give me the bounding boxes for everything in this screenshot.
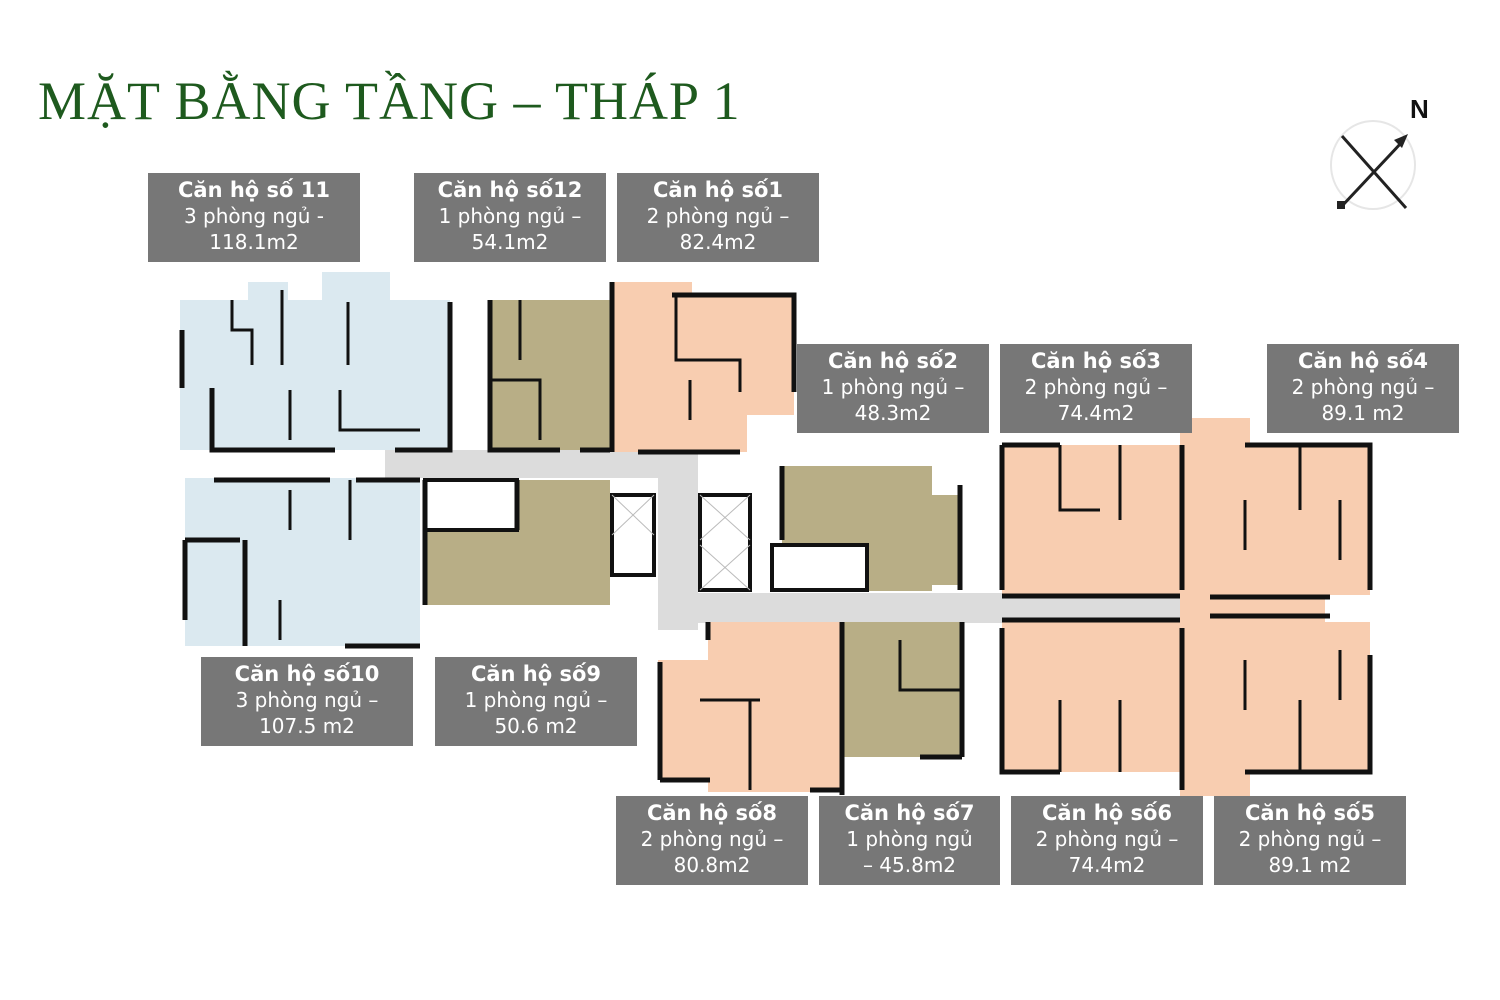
- unit-name: Căn hộ số1: [652, 178, 784, 202]
- unit-name: Căn hộ số2: [827, 349, 959, 373]
- unit-bedrooms: 2 phòng ngủ –: [1291, 375, 1435, 399]
- unit-name: Căn hộ số7: [844, 801, 975, 825]
- unit-bedrooms: 2 phòng ngủ –: [646, 204, 790, 228]
- unit-area: 74.4m2: [1068, 853, 1146, 877]
- unit-area: 89.1 m2: [1268, 853, 1352, 877]
- unit-name: Căn hộ số12: [437, 178, 583, 202]
- unit-11-plan: [180, 272, 450, 450]
- unit-label-7: Căn hộ số7 1 phòng ngủ – 45.8m2: [819, 796, 1000, 885]
- unit-label-1: Căn hộ số1 2 phòng ngủ – 82.4m2: [617, 173, 819, 262]
- unit-8-plan: [658, 622, 842, 792]
- unit-10-plan: [185, 478, 420, 646]
- unit-name: Căn hộ số9: [470, 662, 602, 686]
- unit-area: – 45.8m2: [862, 853, 957, 877]
- unit-label-4: Căn hộ số4 2 phòng ngủ – 89.1 m2: [1267, 344, 1459, 433]
- unit-label-6: Căn hộ số6 2 phòng ngủ – 74.4m2: [1011, 796, 1203, 885]
- unit-name: Căn hộ số6: [1041, 801, 1173, 825]
- unit-bedrooms: 1 phòng ngủ: [846, 827, 973, 851]
- unit-bedrooms: 2 phòng ngủ –: [1035, 827, 1179, 851]
- unit-bedrooms: 2 phòng ngủ –: [1024, 375, 1168, 399]
- unit-bedrooms: 2 phòng ngủ –: [640, 827, 784, 851]
- unit-label-5: Căn hộ số5 2 phòng ngủ – 89.1 m2: [1214, 796, 1406, 885]
- corridor: [385, 450, 1206, 630]
- unit-label-2: Căn hộ số2 1 phòng ngủ – 48.3m2: [797, 344, 989, 433]
- unit-label-10: Căn hộ số10 3 phòng ngủ – 107.5 m2: [201, 657, 413, 746]
- interior-walls: [230, 290, 1342, 790]
- unit-bedrooms: 3 phòng ngủ -: [183, 204, 325, 228]
- unit-label-3: Căn hộ số3 2 phòng ngủ – 74.4m2: [1000, 344, 1192, 433]
- unit-bedrooms: 1 phòng ngủ –: [438, 204, 582, 228]
- unit-bedrooms: 2 phòng ngủ –: [1238, 827, 1382, 851]
- units-3-6-plan: [1002, 418, 1370, 796]
- unit-area: 107.5 m2: [259, 714, 355, 738]
- unit-bedrooms: 3 phòng ngủ –: [235, 688, 379, 712]
- unit-name: Căn hộ số 11: [178, 178, 330, 202]
- unit-area: 54.1m2: [471, 230, 549, 254]
- unit-area: 74.4m2: [1057, 401, 1135, 425]
- unit-area: 80.8m2: [673, 853, 751, 877]
- unit-area: 48.3m2: [854, 401, 932, 425]
- unit-name: Căn hộ số10: [234, 662, 380, 686]
- unit-12-plan: [490, 300, 610, 450]
- page-title: MẶT BẰNG TẦNG – THÁP 1: [38, 71, 741, 131]
- walls: [179, 282, 1373, 795]
- unit-label-9: Căn hộ số9 1 phòng ngủ – 50.6 m2: [435, 657, 637, 746]
- unit-area: 82.4m2: [679, 230, 757, 254]
- unit-name: Căn hộ số3: [1030, 349, 1162, 373]
- unit-label-8: Căn hộ số8 2 phòng ngủ – 80.8m2: [616, 796, 808, 885]
- unit-area: 89.1 m2: [1321, 401, 1405, 425]
- north-label: N: [1410, 94, 1429, 124]
- north-arrow-icon: [1330, 120, 1416, 210]
- compass: N: [1328, 90, 1429, 220]
- unit-area: 118.1m2: [209, 230, 299, 254]
- unit-label-11: Căn hộ số 11 3 phòng ngủ - 118.1m2: [148, 173, 360, 262]
- unit-bedrooms: 1 phòng ngủ –: [464, 688, 608, 712]
- unit-label-12: Căn hộ số12 1 phòng ngủ – 54.1m2: [414, 173, 606, 262]
- unit-area: 50.6 m2: [494, 714, 578, 738]
- unit-name: Căn hộ số8: [646, 801, 778, 825]
- unit-bedrooms: 1 phòng ngủ –: [821, 375, 965, 399]
- unit-name: Căn hộ số4: [1297, 349, 1429, 373]
- unit-1-plan: [612, 282, 794, 452]
- unit-name: Căn hộ số5: [1244, 801, 1376, 825]
